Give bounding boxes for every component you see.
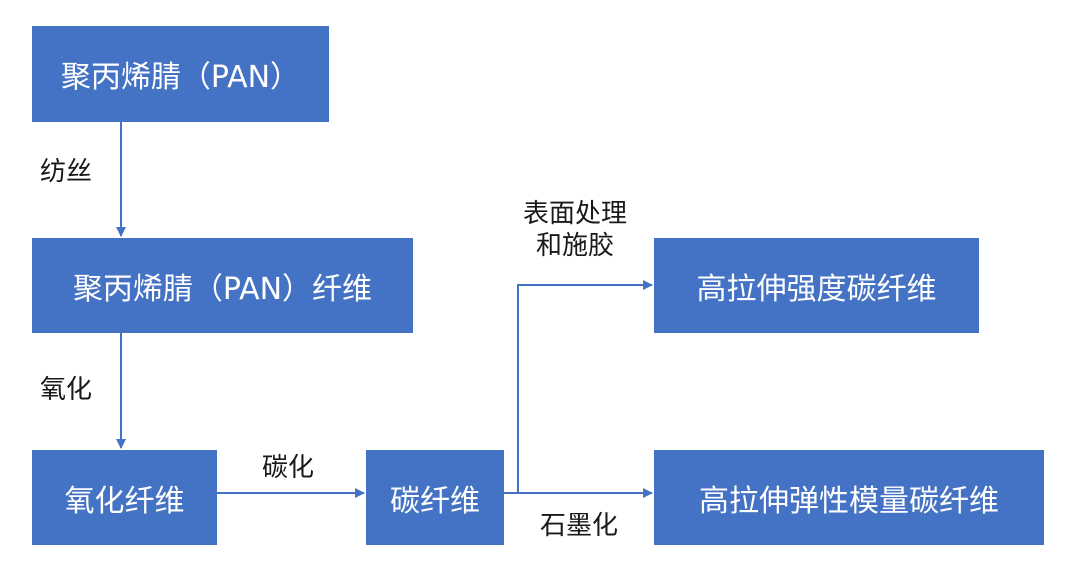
node-high-modulus-carbon-fiber: 高拉伸弹性模量碳纤维 [654, 450, 1044, 545]
node-pan-fiber: 聚丙烯腈（PAN）纤维 [32, 238, 413, 333]
label-carbonization: 碳化 [262, 453, 315, 483]
label-graphitization: 石墨化 [540, 511, 619, 541]
node-pan: 聚丙烯腈（PAN） [32, 26, 329, 122]
label-oxidation: 氧化 [40, 375, 93, 405]
label-surface-treatment-line2: 和施胶 [535, 231, 614, 261]
label-surface-treatment-line1: 表面处理 [522, 199, 627, 229]
label-spinning: 纺丝 [40, 157, 93, 187]
node-carbon-fiber: 碳纤维 [366, 450, 504, 545]
arrow-surface-treatment [504, 280, 653, 494]
label-surface-treatment: 表面处理 和施胶 [500, 198, 650, 262]
node-high-strength-carbon-fiber: 高拉伸强度碳纤维 [654, 238, 979, 333]
node-oxidized-fiber: 氧化纤维 [32, 450, 217, 545]
